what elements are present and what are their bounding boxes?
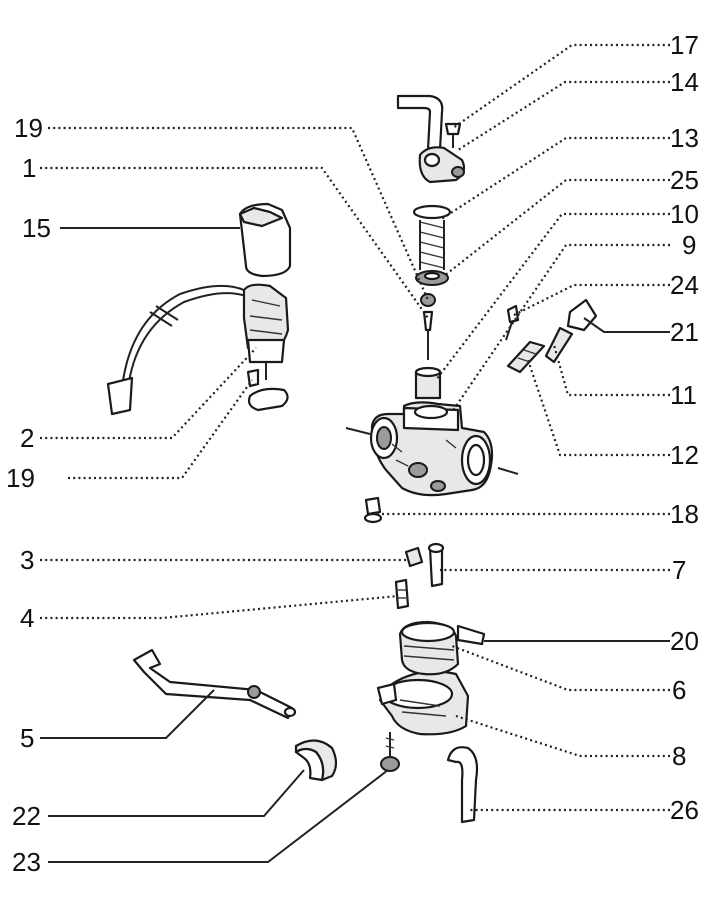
callout-6: 6 xyxy=(672,675,686,705)
callout-20: 20 xyxy=(670,626,699,656)
part-2-choke-assembly xyxy=(106,283,290,416)
part-15-cap xyxy=(238,202,292,278)
parts-3-and-7 xyxy=(404,542,445,588)
leader-lines xyxy=(40,43,670,863)
part-19-clip-and-needle xyxy=(420,293,436,360)
part-14-cover xyxy=(418,146,466,184)
callout-7: 7 xyxy=(672,555,686,585)
callout-23: 23 xyxy=(12,847,41,877)
carburetor-body xyxy=(345,401,519,497)
callout-1: 1 xyxy=(22,153,36,183)
callout-19-top: 19 xyxy=(14,113,43,143)
callout-4: 4 xyxy=(20,603,34,633)
callout-26: 26 xyxy=(670,795,699,825)
callout-8: 8 xyxy=(672,741,686,771)
callout-11: 11 xyxy=(670,380,697,410)
part-26-hose xyxy=(446,746,479,824)
callout-12: 12 xyxy=(670,440,699,470)
part-23-screw xyxy=(380,732,400,772)
inlet-elbow-pipe xyxy=(396,94,444,152)
callout-22: 22 xyxy=(12,801,41,831)
callout-15: 15 xyxy=(22,213,51,243)
part-22-band xyxy=(294,739,338,782)
callout-9: 9 xyxy=(682,230,696,260)
callout-18: 18 xyxy=(670,499,699,529)
part-10-throttle-valve xyxy=(414,366,442,400)
part-25-washer xyxy=(415,270,449,286)
callout-19-lower: 19 xyxy=(6,463,35,493)
callout-24: 24 xyxy=(670,270,699,300)
callout-10: 10 xyxy=(670,199,699,229)
callout-21: 21 xyxy=(670,317,699,347)
callout-13: 13 xyxy=(670,123,699,153)
part-13-spring xyxy=(412,204,452,270)
float-bowl-assembly xyxy=(376,620,486,736)
callout-numbers: 17 14 13 25 10 9 24 21 11 12 18 7 20 6 8… xyxy=(6,30,699,877)
callout-5: 5 xyxy=(20,723,34,753)
adjuster-screws xyxy=(505,298,598,374)
part-18-screw xyxy=(363,496,383,524)
callout-17: 17 xyxy=(670,30,699,60)
part-19-lower-clip xyxy=(246,368,289,412)
part-17-screw xyxy=(444,122,462,148)
callout-2: 2 xyxy=(20,423,34,453)
callout-25: 25 xyxy=(670,165,699,195)
part-4-jet xyxy=(394,578,410,610)
part-5-lever xyxy=(132,648,297,720)
callout-3: 3 xyxy=(20,545,34,575)
callout-14: 14 xyxy=(670,67,699,97)
